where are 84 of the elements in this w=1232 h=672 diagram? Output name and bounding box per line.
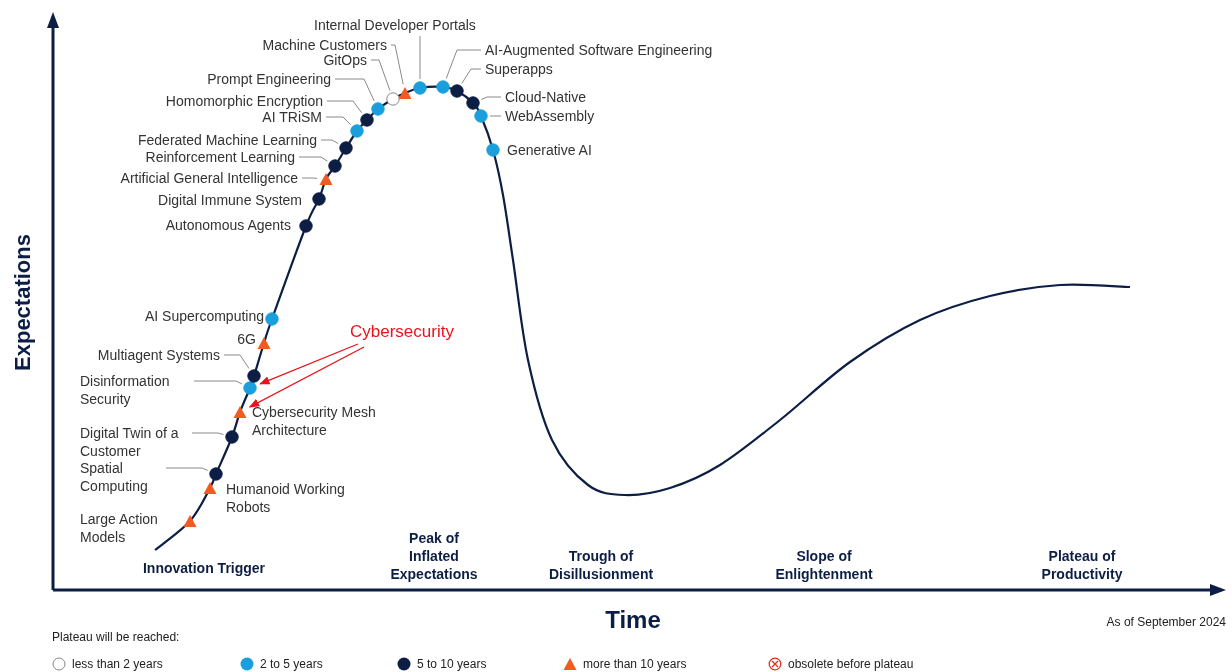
marker-dot	[360, 113, 374, 127]
leader-line	[193, 380, 243, 385]
marker-dot	[209, 467, 223, 481]
marker-dot	[243, 381, 257, 395]
technology-label: Cybersecurity Mesh Architecture	[252, 403, 377, 439]
leader-line	[320, 139, 339, 145]
marker-dot	[371, 102, 385, 116]
marker-dot	[312, 192, 326, 206]
technology-label: Multiagent Systems	[97, 346, 220, 364]
phase-label: Slope of Enlightenment	[774, 547, 874, 583]
leader-line	[480, 96, 502, 100]
leader-line	[326, 100, 363, 114]
technology-label: Disinformation Security	[80, 372, 171, 408]
marker-triangle	[203, 481, 217, 495]
technology-label: AI TRiSM	[262, 109, 322, 126]
technology-label: Generative AI	[507, 141, 592, 159]
legend-label: 5 to 10 years	[417, 656, 487, 672]
axis-title: Time	[604, 605, 662, 635]
phase-label: Peak of Inflated Expectations	[389, 529, 479, 583]
technology-label: 6G	[237, 330, 256, 348]
marker-dot	[350, 124, 364, 138]
leader-line	[334, 78, 375, 102]
marker-triangle	[233, 405, 247, 419]
technology-label: WebAssembly	[505, 107, 595, 125]
leader-line	[191, 432, 224, 436]
leader-line	[390, 44, 404, 85]
leader-line	[370, 59, 391, 92]
legend-label: more than 10 years	[583, 656, 687, 672]
marker-dot	[474, 109, 488, 123]
technology-label: AI-Augmented Software Engineering	[485, 41, 713, 59]
marker-dot	[225, 430, 239, 444]
marker-dot	[328, 159, 342, 173]
legend-label: obsolete before plateau	[788, 656, 914, 672]
technology-label: Large Action Models	[80, 510, 159, 546]
technology-label: Reinforcement Learning	[145, 148, 295, 166]
legend-title: Plateau will be reached:	[52, 629, 180, 646]
marker-dot	[265, 312, 279, 326]
technology-label: Spatial Computing	[80, 459, 149, 495]
marker-dot	[413, 81, 427, 95]
technology-label: Digital Immune System	[158, 191, 302, 209]
arrow	[259, 343, 359, 385]
technology-label: Humanoid Working Robots	[226, 480, 346, 516]
annotation-label: Cybersecurity	[350, 321, 454, 343]
legend-label: less than 2 years	[72, 656, 163, 672]
marker-triangle	[398, 86, 412, 100]
axis-title: Expectations	[8, 233, 36, 373]
marker-dot	[486, 143, 500, 157]
leader-line	[489, 115, 502, 117]
phase-label: Plateau of Productivity	[1040, 547, 1124, 583]
arrow	[248, 346, 365, 408]
technology-label: Homomorphic Encryption	[165, 92, 323, 110]
leader-line	[461, 68, 482, 84]
phase-label: Innovation Trigger	[141, 559, 267, 577]
technology-label: Prompt Engineering	[207, 70, 331, 88]
leader-line	[223, 354, 250, 369]
leader-line	[298, 156, 328, 162]
technology-label: Internal Developer Portals	[314, 16, 476, 34]
legend-label: 2 to 5 years	[260, 656, 323, 672]
marker-triangle	[183, 514, 197, 528]
technology-label: AI Supercomputing	[144, 307, 264, 325]
marker-dot	[299, 219, 313, 233]
technology-label: Machine Customers	[262, 36, 387, 54]
technology-label: GitOps	[323, 51, 367, 69]
marker-dot	[339, 141, 353, 155]
leader-line	[165, 467, 209, 471]
technology-label: Autonomous Agents	[165, 216, 291, 234]
technology-label: Digital Twin of a Customer	[80, 424, 180, 460]
marker-dot	[247, 369, 261, 383]
marker-dot	[386, 92, 400, 106]
date-note: As of September 2024	[1106, 614, 1226, 631]
technology-label: Artificial General Intelligence	[120, 169, 298, 187]
marker-triangle	[319, 172, 333, 186]
technology-label: Federated Machine Learning	[138, 131, 317, 149]
leader-line	[301, 177, 318, 179]
leader-line	[325, 116, 352, 126]
technology-label: Cloud-Native	[505, 88, 586, 106]
phase-label: Trough of Disillusionment	[547, 547, 655, 583]
leader-line	[445, 49, 482, 80]
leader-line	[419, 35, 421, 80]
marker-dot	[436, 80, 450, 94]
marker-dot	[466, 96, 480, 110]
marker-triangle	[257, 336, 271, 350]
marker-dot	[450, 84, 464, 98]
technology-label: Superapps	[485, 60, 553, 78]
